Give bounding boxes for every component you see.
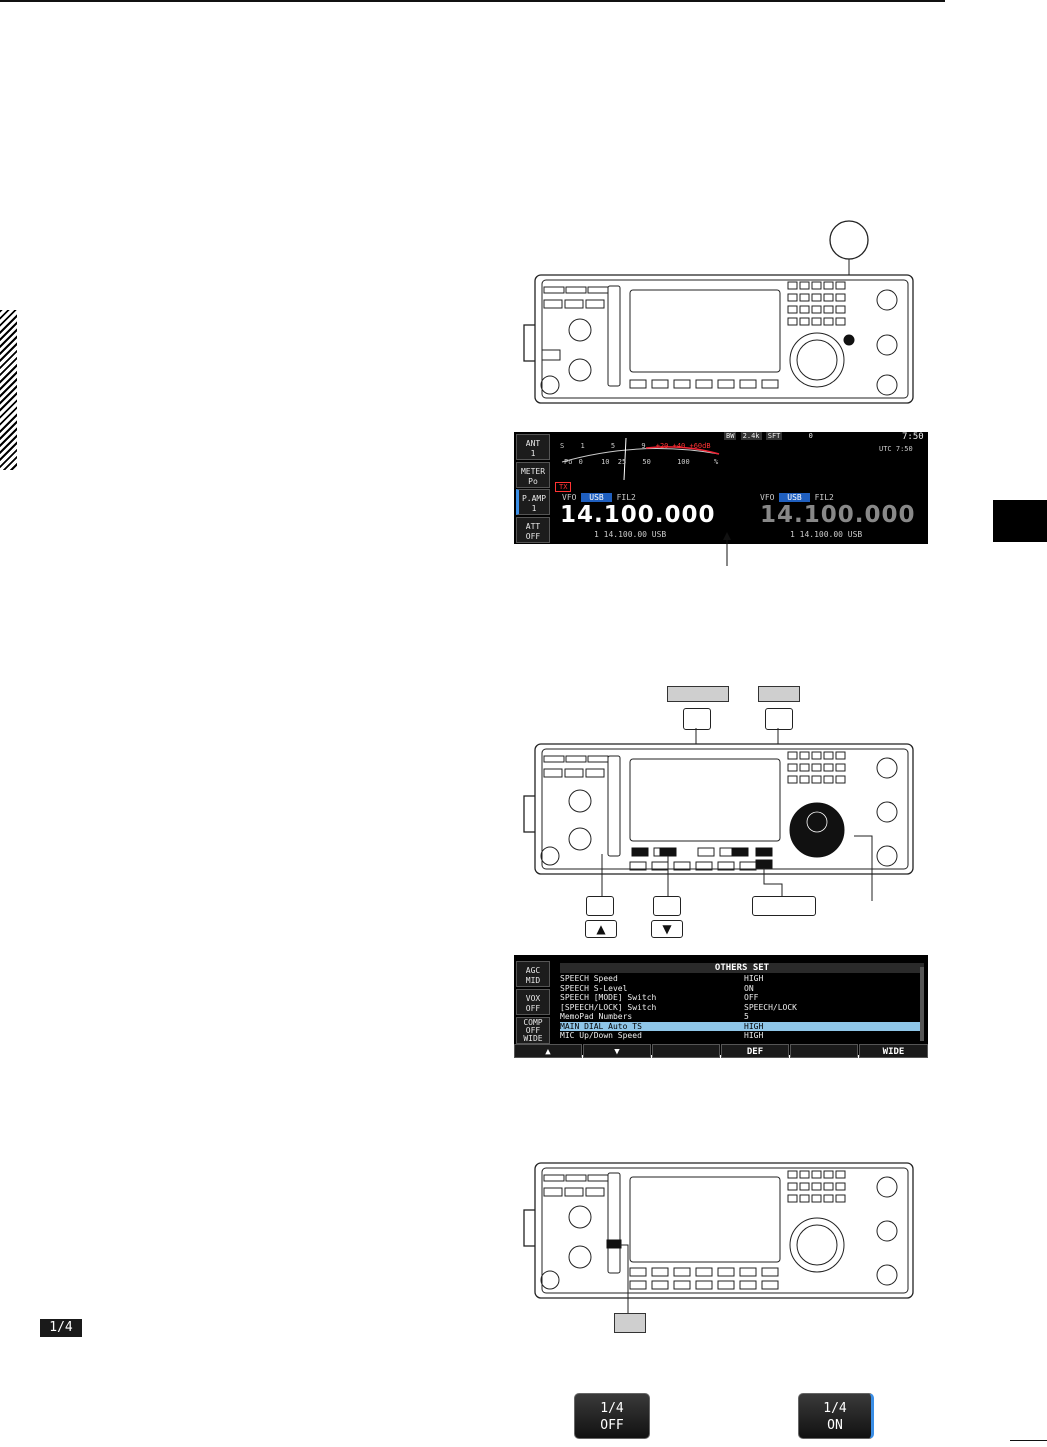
- main-mode-tag: USB: [581, 493, 612, 502]
- sub-vfo-line: VFO USB FIL2: [760, 493, 834, 502]
- section-hatch-marker: [0, 310, 17, 470]
- radio-front-panel-3: [523, 1162, 914, 1313]
- sub-memo: 1 14.100.00 USB: [790, 530, 863, 539]
- main-frequency: 14.100.000: [560, 502, 716, 528]
- fkey-up[interactable]: ▲: [514, 1044, 582, 1058]
- top-status-bar: BW 2.4k SFT 0: [724, 432, 813, 440]
- quarter-key-highlighted: [606, 1239, 622, 1249]
- callout-box-wide: [752, 896, 816, 916]
- clock: 7:50: [902, 432, 924, 442]
- frequency-pointer-arrow: [723, 532, 731, 566]
- s-meter: [561, 437, 720, 481]
- quarter-inline-icon: 1/4: [40, 1319, 82, 1337]
- main-dial-highlighted: [789, 802, 845, 858]
- top-rule: [0, 0, 945, 2]
- callout-box-quarter: [614, 1313, 646, 1333]
- bottom-rule: [1010, 1440, 1047, 1441]
- highlighted-knob: [843, 334, 855, 346]
- callout-box-2: [765, 708, 793, 730]
- callout-box-down: [653, 896, 681, 916]
- fkey-wide[interactable]: WIDE: [859, 1044, 928, 1058]
- menu-title: OTHERS SET: [560, 963, 924, 973]
- radio-front-panel-1: [523, 220, 914, 404]
- tx-badge: TX: [555, 482, 572, 492]
- meter-bottom-scale: Po 0 10 25 50 100 %: [564, 458, 719, 466]
- chapter-tab: [993, 500, 1047, 542]
- label-box-1: [667, 686, 729, 702]
- callout-box-1: [683, 708, 711, 730]
- up-arrow-key: ▲: [585, 920, 617, 938]
- main-memo: 1 14.100.00 USB: [594, 530, 667, 539]
- sub-frequency: 14.100.000: [760, 502, 916, 528]
- utc-clock: UTC 7:50: [879, 445, 913, 453]
- meter-top-scale: S 1 5 9 +20 +40 +60dB: [560, 442, 711, 450]
- fkey-down[interactable]: ▼: [583, 1044, 651, 1058]
- menu-scrollbar[interactable]: [920, 967, 924, 1041]
- down-arrow-key: ▼: [651, 920, 683, 938]
- main-vfo-line: VFO USB FIL2: [562, 493, 636, 502]
- radio-front-panel-2: [523, 728, 914, 901]
- callout-circle: [829, 220, 869, 260]
- sub-mode-tag: USB: [779, 493, 810, 502]
- fkey-def[interactable]: DEF: [721, 1044, 789, 1058]
- callout-box-up: [586, 896, 614, 916]
- label-box-2: [758, 686, 800, 702]
- fkey-blank-1[interactable]: [652, 1044, 720, 1058]
- fkey-blank-2[interactable]: [790, 1044, 858, 1058]
